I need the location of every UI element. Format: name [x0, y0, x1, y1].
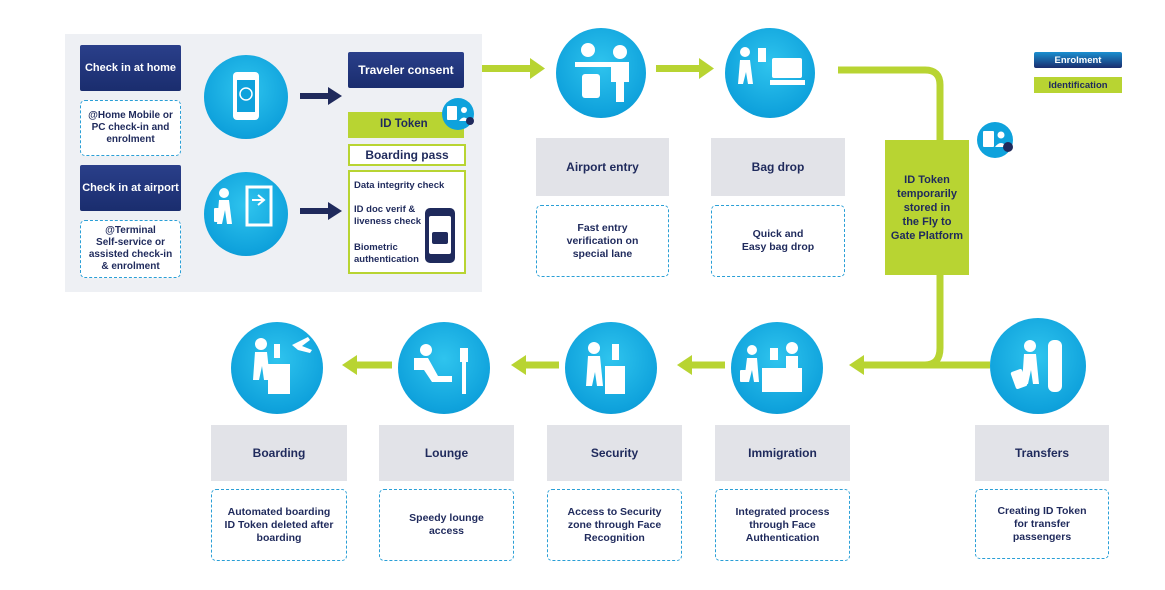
id-token-label: ID Token: [380, 118, 428, 130]
boarding-title: Boarding: [211, 425, 347, 481]
bag-drop-icon: [738, 47, 805, 85]
desc-line: boarding: [256, 531, 302, 544]
lounge-icon: [414, 344, 468, 394]
airport-desc-line: assisted check-in: [88, 249, 173, 260]
boarding-icon: [253, 337, 312, 394]
connector-bagdrop-to-central: [838, 66, 944, 140]
home-desc-line: enrolment: [106, 134, 155, 145]
checkin-home-desc: @Home Mobile or PC check-in and enrolmen…: [80, 100, 181, 156]
desc-line: zone through Face: [567, 518, 662, 531]
arrow-immigration-to-security: [677, 355, 725, 375]
airport-entry-title: Airport entry: [536, 138, 669, 196]
lounge-title: Lounge: [379, 425, 514, 481]
legend-identification: Identification: [1034, 77, 1122, 93]
traveller-kiosk-icon: [214, 185, 273, 227]
arrow-mobile-to-consent: [300, 87, 342, 105]
lounge-desc: Speedy lounge access: [379, 489, 514, 561]
airport-desc-line: & enrolment: [101, 261, 160, 272]
desc-line: Access to Security: [567, 505, 662, 518]
traveler-consent: Traveler consent: [348, 52, 464, 88]
arrow-consent-to-entry: [482, 58, 545, 79]
desc-line: for transfer: [1013, 517, 1070, 530]
home-desc-line: @Home Mobile or: [88, 110, 173, 121]
check-line: Biometric: [354, 242, 398, 253]
airport-entry-icon: [575, 43, 629, 102]
security-title: Security: [547, 425, 682, 481]
security-icon: [586, 342, 625, 394]
arrow-security-to-lounge: [511, 355, 559, 375]
central-line: Gate Platform: [890, 229, 964, 242]
immigration-icon: [740, 342, 802, 392]
airport-desc-line: @Terminal: [105, 225, 156, 236]
transfers-icon: [1010, 340, 1062, 392]
airport-entry-circle: [556, 28, 646, 118]
checkin-airport-desc: @Terminal Self-service or assisted check…: [80, 220, 181, 278]
central-id-token-box: ID Token temporarily stored in the Fly t…: [885, 140, 969, 275]
immigration-title: Immigration: [715, 425, 850, 481]
central-line: temporarily: [897, 187, 957, 200]
desc-line: Authentication: [745, 531, 820, 544]
bag-drop-desc: Quick and Easy bag drop: [711, 205, 845, 277]
desc-line: verification on: [566, 234, 639, 247]
id-badge-icon: [442, 98, 474, 130]
check-biometric: Biometric authentication: [354, 242, 419, 266]
arrow-kiosk-to-checks: [300, 202, 342, 220]
transfers-circle: [990, 318, 1086, 414]
boarding-pass: Boarding pass: [348, 144, 466, 166]
checkin-airport-label: Check in at airport: [80, 165, 181, 211]
desc-line: Quick and: [752, 228, 804, 240]
central-line: stored in: [903, 201, 951, 214]
immigration-desc: Integrated process through Face Authenti…: [715, 489, 850, 561]
airport-entry-desc: Fast entry verification on special lane: [536, 205, 669, 277]
check-line: liveness check: [354, 216, 422, 227]
desc-line: Fast entry: [577, 221, 628, 234]
check-data-integrity: Data integrity check: [354, 180, 445, 191]
check-line: ID doc verif &: [354, 204, 416, 215]
central-id-badge-icon: [977, 122, 1013, 158]
central-line: ID Token: [904, 173, 950, 186]
transfers-title: Transfers: [975, 425, 1109, 481]
desc-line: Automated boarding: [227, 505, 331, 518]
desc-line: Integrated process: [735, 505, 830, 518]
bag-drop-title: Bag drop: [711, 138, 845, 196]
desc-line: through Face: [749, 518, 816, 531]
desc-line: ID Token deleted after: [224, 518, 334, 531]
check-id-doc: ID doc verif & liveness check: [354, 204, 421, 228]
airport-desc-line: Self-service or: [96, 237, 165, 248]
desc-line: Creating ID Token: [997, 504, 1087, 517]
home-desc-line: PC check-in and: [91, 122, 170, 133]
check-line: authentication: [354, 254, 419, 265]
central-line: the Fly to: [902, 215, 952, 228]
connector-transfers: [925, 361, 990, 369]
checkin-home-label: Check in at home: [80, 45, 181, 91]
desc-line: Recognition: [584, 531, 645, 544]
connector-central-down: [924, 275, 944, 369]
legend-enrolment: Enrolment: [1034, 52, 1122, 68]
mobile-phone-icon: [233, 72, 259, 120]
lounge-circle: [398, 322, 490, 414]
desc-line: Speedy lounge: [409, 512, 484, 524]
boarding-desc: Automated boarding ID Token deleted afte…: [211, 489, 347, 561]
desc-line: Easy bag drop: [741, 241, 815, 253]
phone-icon: [425, 208, 455, 263]
transfers-desc: Creating ID Token for transfer passenger…: [975, 489, 1109, 559]
desc-line: passengers: [1012, 530, 1072, 543]
security-desc: Access to Security zone through Face Rec…: [547, 489, 682, 561]
arrow-lounge-to-boarding: [342, 355, 392, 375]
arrow-to-immigration: [849, 355, 927, 375]
desc-line: special lane: [572, 247, 633, 260]
desc-line: access: [428, 525, 465, 537]
arrow-entry-to-bagdrop: [656, 58, 714, 79]
